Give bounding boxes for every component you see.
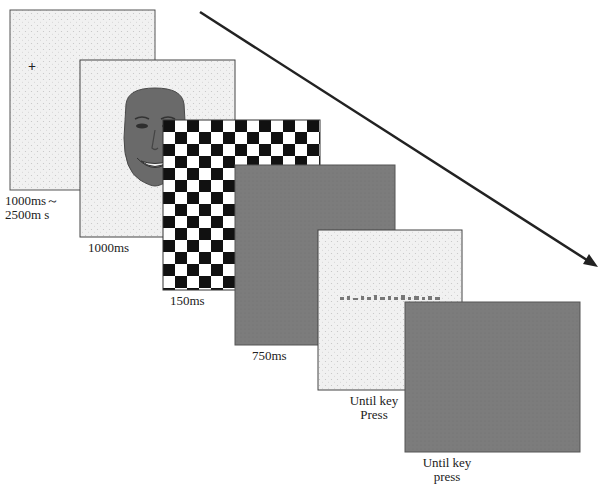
screen-area (318, 230, 462, 390)
screen-area (163, 120, 320, 290)
arrow-head (583, 254, 598, 267)
stimulus-screen: Until key press (405, 302, 580, 484)
duration-label: 150ms (170, 294, 240, 308)
fixation-cross: + (28, 60, 36, 74)
rating-scale-noise (340, 295, 440, 300)
duration-label: 750ms (252, 349, 322, 363)
end-screen (405, 302, 580, 452)
stimulus-screen: +1000ms～ 2500m s (10, 10, 155, 222)
screen-area: + (10, 10, 155, 190)
screen-area (80, 60, 235, 237)
stimulus-screen: Until key Press (318, 230, 462, 422)
duration-label: Until key Press (345, 394, 403, 422)
screen-area (405, 302, 580, 452)
duration-label: Until key press (417, 456, 477, 484)
stimulus-screen: 750ms (235, 165, 395, 363)
duration-label: 1000ms～ 2500m s (5, 194, 69, 222)
stimulus-screen: 1000ms (80, 60, 235, 255)
duration-label: 1000ms (88, 241, 158, 255)
stimulus-screen: 150ms (163, 120, 320, 308)
screen-area (235, 165, 395, 345)
